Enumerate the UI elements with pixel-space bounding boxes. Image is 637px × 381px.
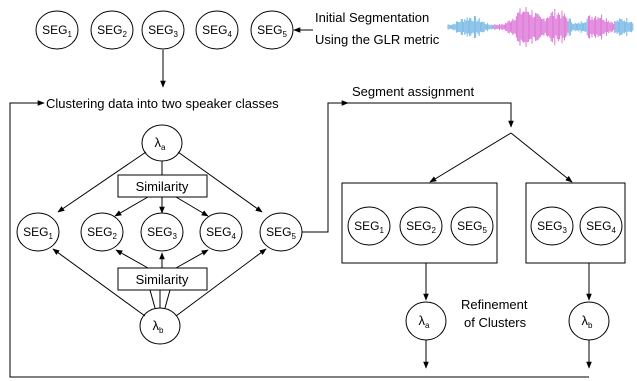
- refinement-label-line2: of Clusters: [464, 315, 527, 330]
- audio-waveform-image: [447, 6, 634, 48]
- svg-text:Similarity: Similarity: [136, 272, 189, 287]
- mid-seg-5: SEG5: [259, 212, 303, 252]
- svg-text:SEG2: SEG2: [87, 225, 117, 241]
- middle-segment-row: SEG1 SEG2 SEG3 SEG4 SEG5: [16, 212, 303, 252]
- refined-lambda-b-node: λb: [568, 301, 610, 341]
- mid-seg-4: SEG4: [199, 212, 243, 252]
- mid-seg-3: SEG3: [140, 212, 184, 252]
- lambda-a-edges: [57, 151, 263, 217]
- segment-assignment-label: Segment assignment: [352, 84, 475, 99]
- split-arrow-a: [429, 132, 512, 183]
- lambda-b-edges: [52, 248, 267, 317]
- lambda-b-node: λb: [139, 307, 181, 345]
- top-seg-2: SEG2: [90, 10, 134, 50]
- svg-text:Similarity: Similarity: [136, 179, 189, 194]
- top-seg-1: SEG1: [35, 10, 79, 50]
- segment-assignment-path: [302, 100, 349, 233]
- svg-text:SEG1: SEG1: [42, 23, 72, 39]
- svg-text:SEG4: SEG4: [206, 225, 236, 241]
- top-seg-3: SEG3: [141, 10, 185, 50]
- split-arrow-b: [510, 132, 573, 183]
- svg-text:SEG5: SEG5: [457, 219, 487, 235]
- svg-text:SEG3: SEG3: [537, 219, 567, 235]
- assignment-down-arrow: [328, 102, 514, 128]
- glr-metric-label: Using the GLR metric: [315, 32, 440, 47]
- svg-text:λb: λb: [153, 318, 165, 335]
- cluster-b-box: SEG3 SEG4: [525, 182, 626, 264]
- svg-text:SEG1: SEG1: [23, 225, 53, 241]
- similarity-box-top: Similarity: [117, 174, 208, 198]
- svg-text:SEG3: SEG3: [148, 23, 178, 39]
- top-seg-4: SEG4: [195, 10, 239, 50]
- refinement-label-line1: Refinement: [461, 297, 528, 312]
- svg-text:SEG3: SEG3: [147, 225, 177, 241]
- top-segment-row: SEG1 SEG2 SEG3 SEG4 SEG5: [35, 10, 294, 50]
- lambda-a-node: λa: [141, 124, 183, 162]
- mid-seg-2: SEG2: [80, 212, 124, 252]
- svg-text:λa: λa: [155, 135, 167, 152]
- svg-text:SEG2: SEG2: [406, 219, 436, 235]
- svg-text:SEG1: SEG1: [354, 219, 384, 235]
- feedback-loop-arrow: [9, 100, 589, 378]
- svg-text:SEG4: SEG4: [202, 23, 232, 39]
- svg-text:λa: λa: [419, 313, 431, 330]
- svg-text:SEG5: SEG5: [257, 23, 287, 39]
- initial-segmentation-label: Initial Segmentation: [315, 10, 429, 25]
- svg-text:SEG2: SEG2: [97, 23, 127, 39]
- refined-lambda-a-node: λa: [405, 301, 447, 341]
- mid-seg-1: SEG1: [16, 212, 60, 252]
- clustering-label: Clustering data into two speaker classes: [46, 96, 279, 111]
- similarity-box-bottom: Similarity: [117, 267, 208, 291]
- svg-text:λb: λb: [582, 313, 594, 330]
- top-seg-5: SEG5: [250, 10, 294, 50]
- cluster-a-box: SEG1 SEG2 SEG5: [341, 182, 498, 264]
- svg-text:SEG5: SEG5: [266, 225, 296, 241]
- svg-text:SEG4: SEG4: [586, 219, 616, 235]
